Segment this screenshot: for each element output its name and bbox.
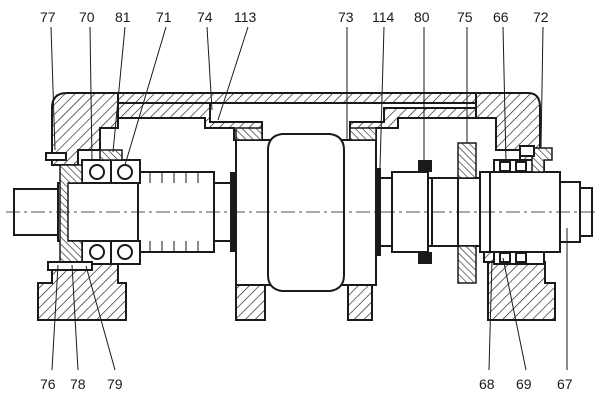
- right-roller-2: [515, 161, 527, 172]
- label-75: 75: [457, 9, 473, 25]
- left-bolt-bottom: [47, 261, 93, 271]
- gear-wheel: [457, 142, 477, 179]
- housing-top-plate: [117, 92, 513, 104]
- label-81: 81: [115, 9, 131, 25]
- housing-rib-left: [117, 102, 263, 141]
- left-bolt-top: [45, 152, 67, 161]
- label-71: 71: [156, 9, 172, 25]
- left-sleeve-threads: [149, 172, 199, 252]
- leader-lines: [50, 26, 568, 371]
- right-roller-1: [499, 161, 511, 172]
- housing-left-wall: [51, 92, 119, 166]
- left-bearings: [45, 149, 141, 271]
- label-80: 80: [414, 9, 430, 25]
- label-70: 70: [79, 9, 95, 25]
- left-bearing-ball-1: [89, 164, 105, 180]
- label-79: 79: [107, 376, 123, 392]
- left-bearing-ball-3: [89, 244, 105, 260]
- left-bearing-ball-2: [117, 164, 133, 180]
- drum-rim-top-left: [235, 127, 263, 141]
- label-74: 74: [197, 9, 213, 25]
- right-bearings: [493, 145, 553, 265]
- label-73: 73: [338, 9, 354, 25]
- housing-foot-left: [235, 284, 266, 321]
- label-114: 114: [372, 9, 395, 25]
- right-seal-cap: [531, 147, 553, 173]
- housing-right-wall: [475, 92, 541, 161]
- label-69: 69: [516, 376, 532, 392]
- housing-base-right: [487, 261, 556, 321]
- right-roller-4: [515, 252, 527, 263]
- shaft-right-bearing-zone: [485, 171, 561, 253]
- labels-top: 77 70 81 71 74 113 73 114 80 75 66 72: [40, 9, 549, 25]
- gear-wheel-lower: [457, 245, 477, 284]
- label-113: 113: [234, 9, 257, 25]
- label-68: 68: [479, 376, 495, 392]
- circlip-right: [376, 168, 381, 256]
- label-76: 76: [40, 376, 56, 392]
- coupling-key-top: [418, 160, 432, 172]
- housing-foot-right: [347, 284, 373, 321]
- drum-rim-top-right: [349, 127, 377, 141]
- labels-bottom: 76 78 79 68 69 67: [40, 376, 573, 392]
- drum-hub-right: [341, 139, 377, 286]
- label-67: 67: [557, 376, 573, 392]
- left-seal-collar: [99, 149, 123, 161]
- label-77: 77: [40, 9, 56, 25]
- housing-base-left: [37, 261, 127, 321]
- label-72: 72: [533, 9, 549, 25]
- label-78: 78: [70, 376, 86, 392]
- left-bearing-ball-4: [117, 244, 133, 260]
- drum-hub-left: [235, 139, 271, 286]
- right-nut: [519, 145, 535, 157]
- right-roller-3: [499, 252, 511, 263]
- drum-body: [267, 133, 345, 292]
- coupling-key-bottom: [418, 252, 432, 264]
- label-66: 66: [493, 9, 509, 25]
- center-drum: [235, 127, 377, 292]
